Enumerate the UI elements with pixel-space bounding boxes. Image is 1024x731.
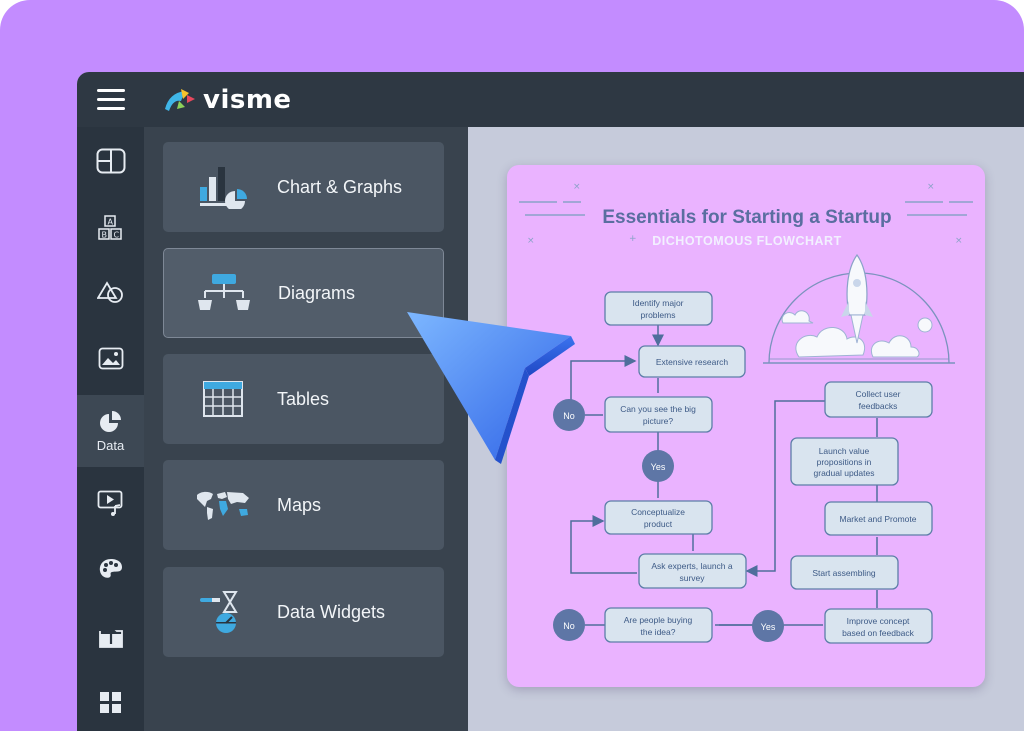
svg-text:B: B (101, 231, 107, 240)
node-text: Collect user (856, 389, 901, 399)
flow-node-improve[interactable]: Improve concept based on feedback (824, 608, 933, 644)
shapes-icon (96, 281, 123, 303)
rail-label-data: Data (96, 437, 125, 453)
node-text: Launch value (819, 446, 870, 456)
decision-no-2[interactable]: No (553, 609, 585, 641)
upload-icon (98, 626, 123, 648)
flowchart-svg: ××××+ Essentials for Starting a Startup … (519, 182, 973, 644)
node-text: picture? (643, 416, 674, 426)
decor-stars: × × × × + (527, 182, 963, 246)
bar-pie-chart-icon (200, 167, 247, 209)
decision-yes-2[interactable]: Yes (752, 610, 784, 642)
flow-node-big-picture[interactable]: Can you see the big picture? (604, 396, 713, 433)
node-text: Start assembling (812, 568, 876, 578)
node-text: problems (641, 310, 676, 320)
card-maps[interactable]: Maps (163, 460, 444, 550)
rail-item-themes[interactable] (77, 539, 144, 599)
card-diagrams[interactable]: Diagrams (163, 248, 444, 338)
svg-text:×: × (955, 236, 963, 246)
decision-no-1[interactable]: No (553, 399, 585, 431)
decision-label: Yes (761, 622, 776, 632)
svg-text:×: × (927, 182, 935, 192)
decision-label: No (563, 411, 575, 421)
media-icon (97, 490, 122, 516)
flow-node-conceptualize[interactable]: Conceptualize product (604, 500, 713, 535)
hamburger-menu-icon[interactable] (97, 89, 125, 111)
card-data-widgets[interactable]: Data Widgets (163, 567, 444, 657)
table-icon (203, 381, 243, 417)
node-text: product (644, 519, 673, 529)
visme-logo[interactable]: visme (163, 85, 292, 115)
flow-node-identify[interactable]: Identify major problems (604, 291, 713, 326)
node-text: Identify major (632, 298, 683, 308)
node-text: propositions in (817, 457, 872, 467)
svg-text:×: × (527, 236, 535, 246)
poster-subtitle: DICHOTOMOUS FLOWCHART (652, 234, 841, 248)
card-chart-graphs[interactable]: Chart & Graphs (163, 142, 444, 232)
rail-item-images[interactable] (77, 329, 144, 389)
flow-node-collect[interactable]: Collect user feedbacks (824, 381, 933, 418)
node-text: Are people buying (624, 615, 693, 625)
node-text: Extensive research (656, 357, 729, 367)
svg-text:+: + (629, 234, 637, 244)
node-text: Can you see the big (620, 404, 696, 414)
flow-node-market[interactable]: Market and Promote (824, 501, 933, 536)
decision-yes-1[interactable]: Yes (642, 450, 674, 482)
layout-icon (96, 148, 125, 174)
card-label: Maps (277, 494, 322, 515)
apps-grid-icon (99, 692, 121, 713)
image-icon (98, 347, 123, 370)
node-text: gradual updates (814, 468, 875, 478)
rail-item-shapes[interactable] (77, 263, 144, 323)
card-tables[interactable]: Tables (163, 354, 444, 444)
flow-node-assembling[interactable]: Start assembling (790, 555, 899, 590)
rail-item-media[interactable] (77, 473, 144, 533)
flow-node-launch[interactable]: Launch value propositions in gradual upd… (790, 437, 899, 486)
widget-gauge-icon (200, 591, 238, 633)
pie-chart-icon (99, 410, 121, 432)
node-text: Ask experts, launch a (651, 561, 733, 571)
flow-node-research[interactable]: Extensive research (638, 345, 746, 378)
logo-text: visme (203, 85, 292, 115)
rail-item-layout[interactable] (77, 131, 144, 191)
flow-node-ask-experts[interactable]: Ask experts, launch a survey (638, 553, 747, 589)
decor-lines (519, 201, 973, 216)
node-text: Market and Promote (839, 514, 916, 524)
node-text: based on feedback (842, 628, 915, 638)
svg-text:A: A (107, 218, 113, 227)
data-panel: Chart & Graphs Diagrams Tables Maps Data… (144, 127, 468, 731)
rocket-illustration (763, 253, 955, 364)
svg-text:×: × (573, 182, 581, 192)
palette-icon (99, 559, 122, 578)
card-label: Chart & Graphs (277, 176, 403, 197)
top-bar: visme (77, 72, 1024, 127)
card-label: Tables (277, 388, 330, 409)
poster-title: Essentials for Starting a Startup (602, 207, 891, 228)
card-label: Diagrams (278, 282, 356, 303)
rail-item-upload[interactable] (77, 607, 144, 667)
rail-item-apps[interactable] (77, 673, 144, 731)
node-text: Conceptualize (631, 507, 685, 517)
connectors (570, 325, 878, 626)
rail-item-data[interactable]: Data (77, 395, 144, 467)
node-text: Improve concept (847, 616, 910, 626)
node-text: the idea? (641, 627, 676, 637)
org-diagram-icon (198, 274, 250, 310)
world-map-icon (197, 491, 249, 520)
decision-label: No (563, 621, 575, 631)
svg-text:C: C (113, 231, 119, 240)
card-label: Data Widgets (277, 601, 386, 622)
visme-logo-mark-icon (165, 89, 195, 111)
flowchart-poster[interactable]: ××××+ Essentials for Starting a Startup … (507, 165, 985, 687)
decision-label: Yes (651, 462, 666, 472)
node-text: survey (679, 573, 705, 583)
node-text: feedbacks (859, 401, 898, 411)
flow-node-buying[interactable]: Are people buying the idea? (604, 607, 713, 643)
